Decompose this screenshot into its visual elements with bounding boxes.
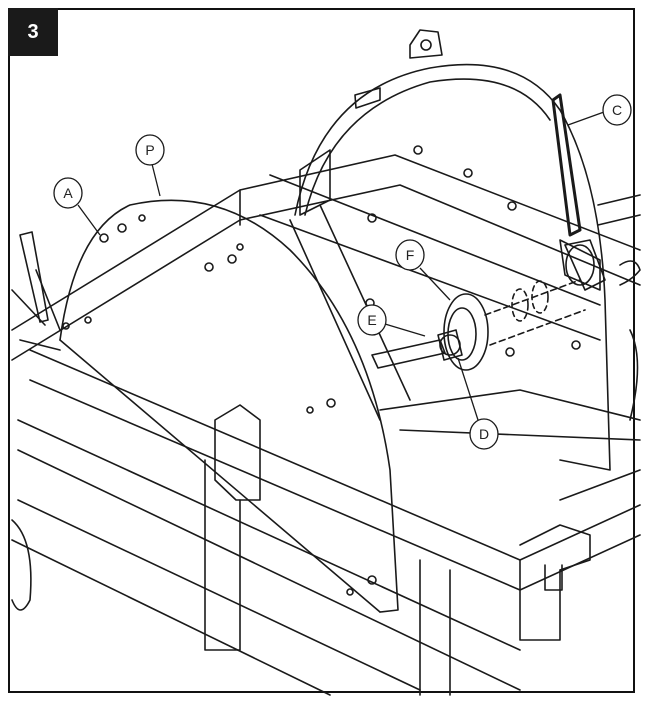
arbor-assembly: [371, 239, 601, 371]
callout-p-label: P: [145, 142, 154, 158]
drive-chain-c: [551, 93, 641, 421]
diagram-frame: [8, 8, 635, 693]
callout-a-label: A: [63, 185, 73, 201]
callout-e: E: [357, 304, 426, 337]
callouts: A P C F E D: [53, 94, 632, 450]
callout-a: A: [53, 177, 101, 236]
callout-c-label: C: [612, 102, 622, 118]
callout-e-label: E: [367, 312, 376, 328]
base-frame: [11, 154, 641, 696]
step-number-badge: 3: [8, 8, 58, 56]
callout-f: F: [395, 239, 451, 301]
callout-p: P: [135, 134, 165, 197]
front-guard-p: [59, 199, 399, 651]
callout-c: C: [567, 94, 632, 126]
left-handles: [11, 231, 61, 351]
callout-f-label: F: [406, 247, 415, 263]
rear-blade-guard: [294, 29, 611, 471]
callout-d: D: [457, 357, 499, 450]
callout-d-label: D: [479, 426, 489, 442]
